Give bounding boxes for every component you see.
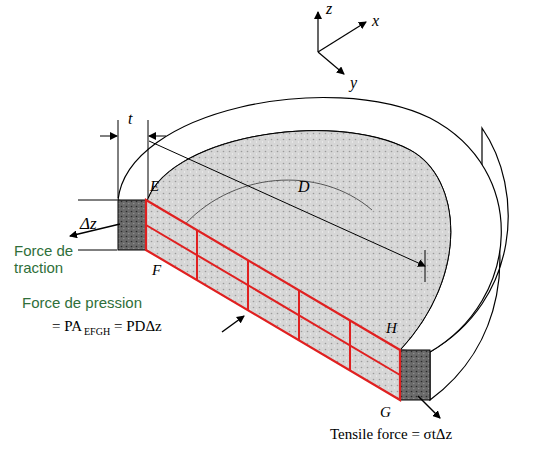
- axis-label: z: [326, 0, 332, 18]
- dimension-label: Δz: [80, 214, 97, 234]
- axis-label: y: [350, 74, 357, 92]
- force-label: Tensile force = σtΔz: [330, 426, 452, 443]
- dimension-label: D: [298, 178, 310, 196]
- corner-label: G: [380, 404, 391, 421]
- formula-text: = PDΔz: [114, 318, 162, 335]
- corner-label: H: [386, 320, 397, 337]
- formula-text: = PA: [52, 318, 82, 335]
- force-label: Force de pression: [22, 294, 142, 311]
- dimension-label: t: [128, 110, 132, 128]
- force-label: Force de traction: [14, 242, 100, 277]
- formula-subscript: EFGH: [84, 326, 110, 338]
- corner-label: E: [150, 178, 159, 195]
- corner-label: F: [152, 262, 161, 279]
- axis-label: x: [372, 12, 379, 30]
